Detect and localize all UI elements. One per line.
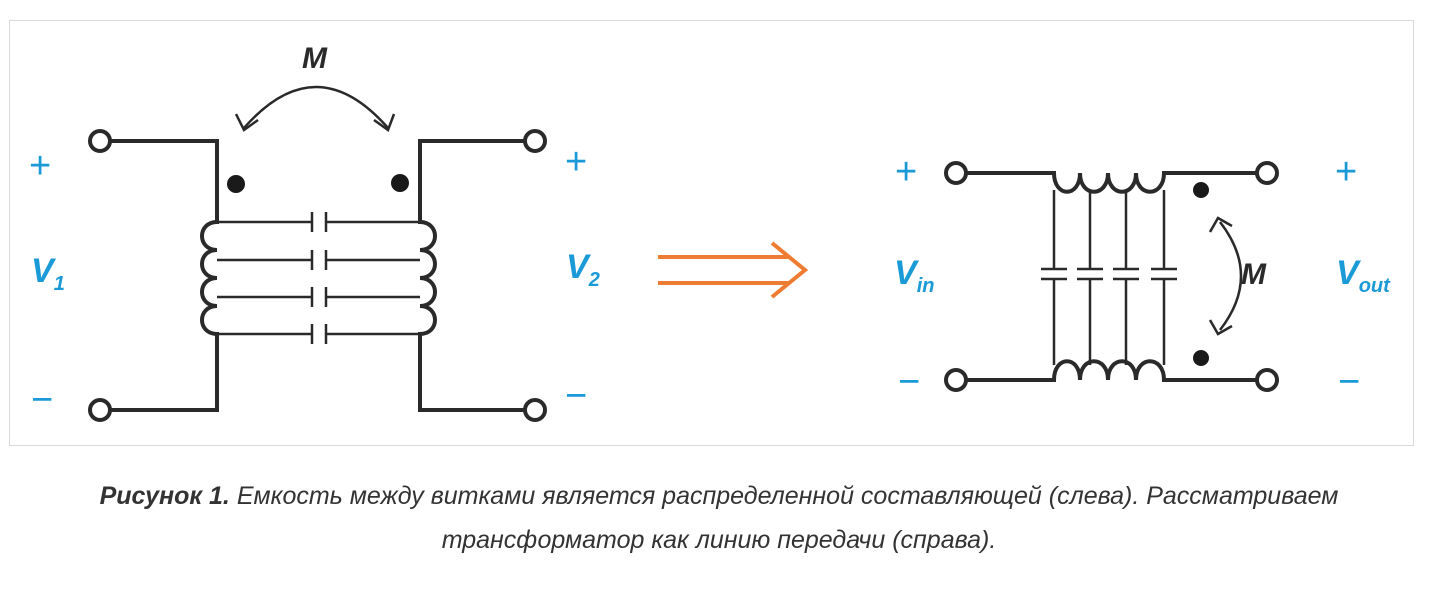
mutual-arrowhead-bottom [1208,319,1233,336]
terminal-vout-bottom [1255,368,1279,392]
interwinding-capacitors [217,212,420,344]
terminal-bottom-left [88,398,112,422]
bottom-coil [1051,359,1167,383]
caption-line-2: трансформатор как линию передачи (справа… [441,526,997,554]
left-primary-wire-top [108,139,219,224]
v1-minus-sign: − [31,379,53,421]
caption-lead: Рисунок 1. [99,482,230,510]
mutual-arrowhead-left [234,113,259,132]
vin-plus-sign: + [895,151,917,193]
v1-label: V1 [31,252,65,295]
left-secondary-coil [417,219,437,337]
mutual-arrowhead-top [1208,216,1233,233]
mutual-label-left: M [302,42,328,75]
shunt-capacitors [1041,190,1177,365]
terminal-top-left [88,129,112,153]
mutual-arc-right [1219,221,1243,331]
terminal-vin-bottom [944,368,968,392]
mutual-arc-left [243,85,389,129]
vout-label: Vout [1336,254,1391,297]
left-circuit: M + − + − V1 V2 [29,42,600,422]
circuit-diagram: M + − + − V1 V2 [29,42,1391,422]
vout-plus-sign: + [1335,151,1357,193]
left-primary-coil [200,219,220,337]
polarity-dot-bottom [1193,350,1209,366]
vout-minus-sign: − [1338,361,1360,403]
v2-label: V2 [566,248,600,291]
mutual-label-right: M [1241,258,1267,291]
terminal-bottom-right [523,398,547,422]
terminal-vin-top [944,161,968,185]
polarity-dot-top [1193,182,1209,198]
caption-text: Емкость между витками является распредел… [229,482,1339,510]
polarity-dot-right [391,174,409,192]
caption-line-1: Рисунок 1. Емкость между витками являетс… [0,474,1438,518]
v1-plus-sign: + [29,145,51,187]
left-secondary-wire-bottom [418,332,527,412]
figure-caption: Рисунок 1. Емкость между витками являетс… [0,474,1438,562]
figure-frame [9,20,1414,446]
v2-minus-sign: − [565,375,587,417]
top-coil [1051,170,1167,194]
polarity-dot-left [227,175,245,193]
terminal-top-right [523,129,547,153]
vin-minus-sign: − [898,361,920,403]
v2-plus-sign: + [565,141,587,183]
vin-label: Vin [894,254,934,297]
mutual-arrowhead-right [373,113,396,132]
left-primary-wire-bottom [108,332,219,412]
left-secondary-wire-top [418,139,527,224]
terminal-vout-top [1255,161,1279,185]
right-circuit: M + − + − Vin Vout [894,151,1391,403]
transform-arrow [658,241,809,299]
